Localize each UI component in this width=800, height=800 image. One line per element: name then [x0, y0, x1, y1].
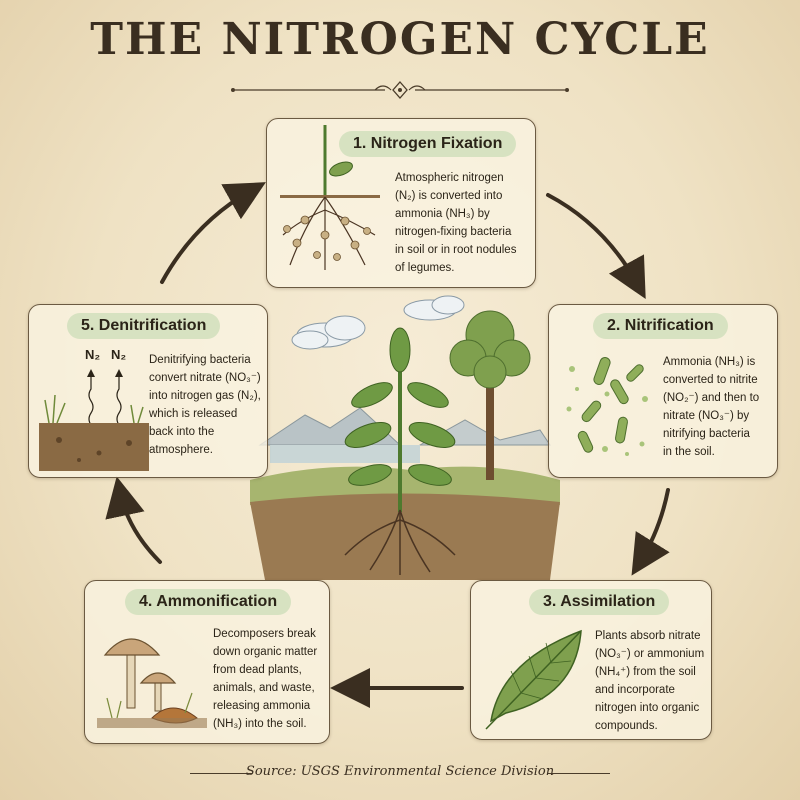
nitrogen-gas-label-1: N₂ — [85, 347, 101, 362]
cloud-icon — [291, 295, 465, 350]
stage-description: Atmospheric nitrogen (N₂) is converted i… — [395, 172, 517, 274]
stage-heading: 4. Ammonification — [125, 589, 292, 615]
stage-description: Denitrifying bacteria convert nitrate (N… — [149, 354, 261, 456]
central-landscape-illustration — [250, 295, 560, 580]
stage-card-denitrification: 5. Denitrification N₂ N₂ Denitrifying ba… — [28, 304, 268, 478]
page-title: THE NITROGEN CYCLE — [90, 14, 710, 65]
arrow-nitrification-to-assimilation — [631, 488, 670, 576]
stage-description: Decomposers break down organic matter fr… — [213, 628, 318, 730]
stage-heading: 3. Assimilation — [529, 589, 670, 615]
mushroom-icon — [97, 638, 207, 728]
arrow-denitrification-to-fixation — [160, 182, 266, 284]
source-rule-right — [548, 773, 610, 774]
bacteria-icon — [566, 357, 648, 456]
stage-card-ammonification: 4. Ammonification Decomposers break down… — [84, 580, 330, 744]
stage-heading: 1. Nitrogen Fixation — [339, 131, 517, 157]
stage-card-nitrogen-fixation: 1. Nitrogen Fixation Atmospheric nitroge… — [266, 118, 536, 288]
stage-card-nitrification: 2. Nitrification Ammonia (NH₃) is conver… — [548, 304, 778, 478]
stage-heading: 2. Nitrification — [593, 313, 728, 339]
stage-description: Ammonia (NH₃) is converted to nitrite (N… — [663, 356, 760, 458]
stage-heading: 5. Denitrification — [67, 313, 221, 339]
arrow-fixation-to-nitrification — [546, 193, 646, 300]
stage-card-assimilation: 3. Assimilation Plants absorb nitrate (N… — [470, 580, 712, 740]
stage-description: Plants absorb nitrate (NO₃⁻) or ammonium… — [595, 630, 705, 732]
source-rule-left — [190, 773, 252, 774]
leaf-icon — [485, 629, 582, 730]
root-nodules-icon — [280, 125, 380, 270]
source-caption: Source: USGS Environmental Science Divis… — [245, 764, 555, 779]
soil-gas-release-icon — [39, 369, 149, 471]
arrow-ammonification-to-denitrification — [105, 476, 162, 564]
title-flourish — [231, 81, 569, 99]
nitrogen-gas-label-2: N₂ — [111, 347, 127, 362]
